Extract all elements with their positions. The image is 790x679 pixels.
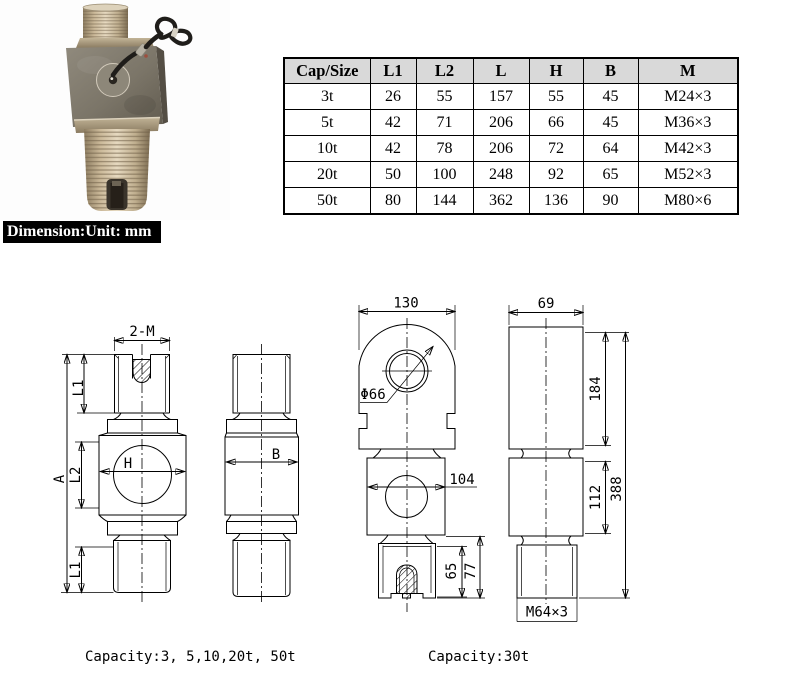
- dim-label-a: A: [52, 474, 68, 483]
- table-cell: M36×3: [637, 109, 739, 136]
- dim-label-l1-bottom: L1: [68, 562, 84, 579]
- photo-top-stud: [76, 3, 154, 48]
- drawing-side-view: B: [224, 344, 299, 604]
- table-cell: 66: [528, 109, 584, 136]
- header-cell: M: [637, 57, 739, 84]
- table-cell: 55: [528, 83, 584, 110]
- table-cell: 362: [472, 187, 530, 215]
- table-cell: 206: [472, 135, 530, 162]
- table-cell: 65: [582, 161, 639, 188]
- table-cell: 78: [415, 135, 474, 162]
- photo-block: [66, 46, 168, 127]
- dim-label-b: B: [272, 447, 280, 463]
- product-photo: [0, 0, 230, 220]
- table-cell: 42: [369, 109, 417, 136]
- table-cell: 90: [582, 187, 639, 215]
- dim-label-388: 388: [609, 476, 625, 501]
- dim-label-69: 69: [538, 296, 555, 312]
- caption-capacity-right: Capacity:30t: [428, 649, 530, 665]
- table-cell: 64: [582, 135, 639, 162]
- photo-cable: [110, 16, 193, 78]
- table-cell: 144: [415, 187, 474, 215]
- technical-drawings: 2-M L1 L2 A H L1 B: [52, 296, 630, 622]
- header-cell: B: [582, 57, 639, 84]
- table-cell: 45: [582, 109, 639, 136]
- table-cell: 206: [472, 109, 530, 136]
- table-cell: 92: [528, 161, 584, 188]
- table-cell: 100: [415, 161, 474, 188]
- photo-bottom-stud: [73, 116, 161, 211]
- dim-label-m64x3: M64×3: [526, 605, 568, 621]
- caption-capacity-left: Capacity:3, 5,10,20t, 50t: [85, 649, 296, 665]
- dimension-unit-label: Dimension:Unit: mm: [3, 221, 161, 243]
- table-cell: 45: [582, 83, 639, 110]
- table-cell: 71: [415, 109, 474, 136]
- drawing-side-view-30t: 69 184 112 388 M64×3: [509, 296, 630, 622]
- dim-label-130: 130: [393, 296, 418, 312]
- table-cell: 5t: [283, 109, 371, 136]
- table-cell: 42: [369, 135, 417, 162]
- drawing-front-view: 2-M L1 L2 A H L1: [52, 324, 187, 604]
- table-cell: 50t: [283, 187, 371, 215]
- header-cell: H: [528, 57, 584, 84]
- dim-label-104: 104: [449, 472, 474, 488]
- table-cell: 3t: [283, 83, 371, 110]
- drawing-front-view-30t: 130 Φ66 104 65 77: [359, 296, 485, 612]
- table-cell: M42×3: [637, 135, 739, 162]
- table-cell: 20t: [283, 161, 371, 188]
- table-cell: 10t: [283, 135, 371, 162]
- table-cell: 157: [472, 83, 530, 110]
- table-cell: M52×3: [637, 161, 739, 188]
- table-cell: 248: [472, 161, 530, 188]
- dim-label-65: 65: [444, 563, 460, 580]
- table-cell: M24×3: [637, 83, 739, 110]
- dim-label-phi66: Φ66: [360, 387, 385, 403]
- dim-label-77: 77: [463, 563, 479, 580]
- table-cell: M80×6: [637, 187, 739, 215]
- dim-label-184: 184: [588, 376, 604, 401]
- dim-label-2m: 2-M: [129, 324, 154, 340]
- table-cell: 26: [369, 83, 417, 110]
- table-cell: 55: [415, 83, 474, 110]
- dim-label-l1-top: L1: [71, 380, 87, 397]
- dim-label-h: H: [124, 456, 132, 472]
- table-cell: 72: [528, 135, 584, 162]
- header-cell: L2: [415, 57, 474, 84]
- table-cell: 136: [528, 187, 584, 215]
- dim-label-112: 112: [588, 485, 604, 510]
- dim-label-l2: L2: [68, 467, 84, 484]
- table-cell: 50: [369, 161, 417, 188]
- table-cell: 80: [369, 187, 417, 215]
- header-cell: L: [472, 57, 530, 84]
- header-cell: L1: [369, 57, 417, 84]
- header-cell: Cap/Size: [283, 57, 371, 84]
